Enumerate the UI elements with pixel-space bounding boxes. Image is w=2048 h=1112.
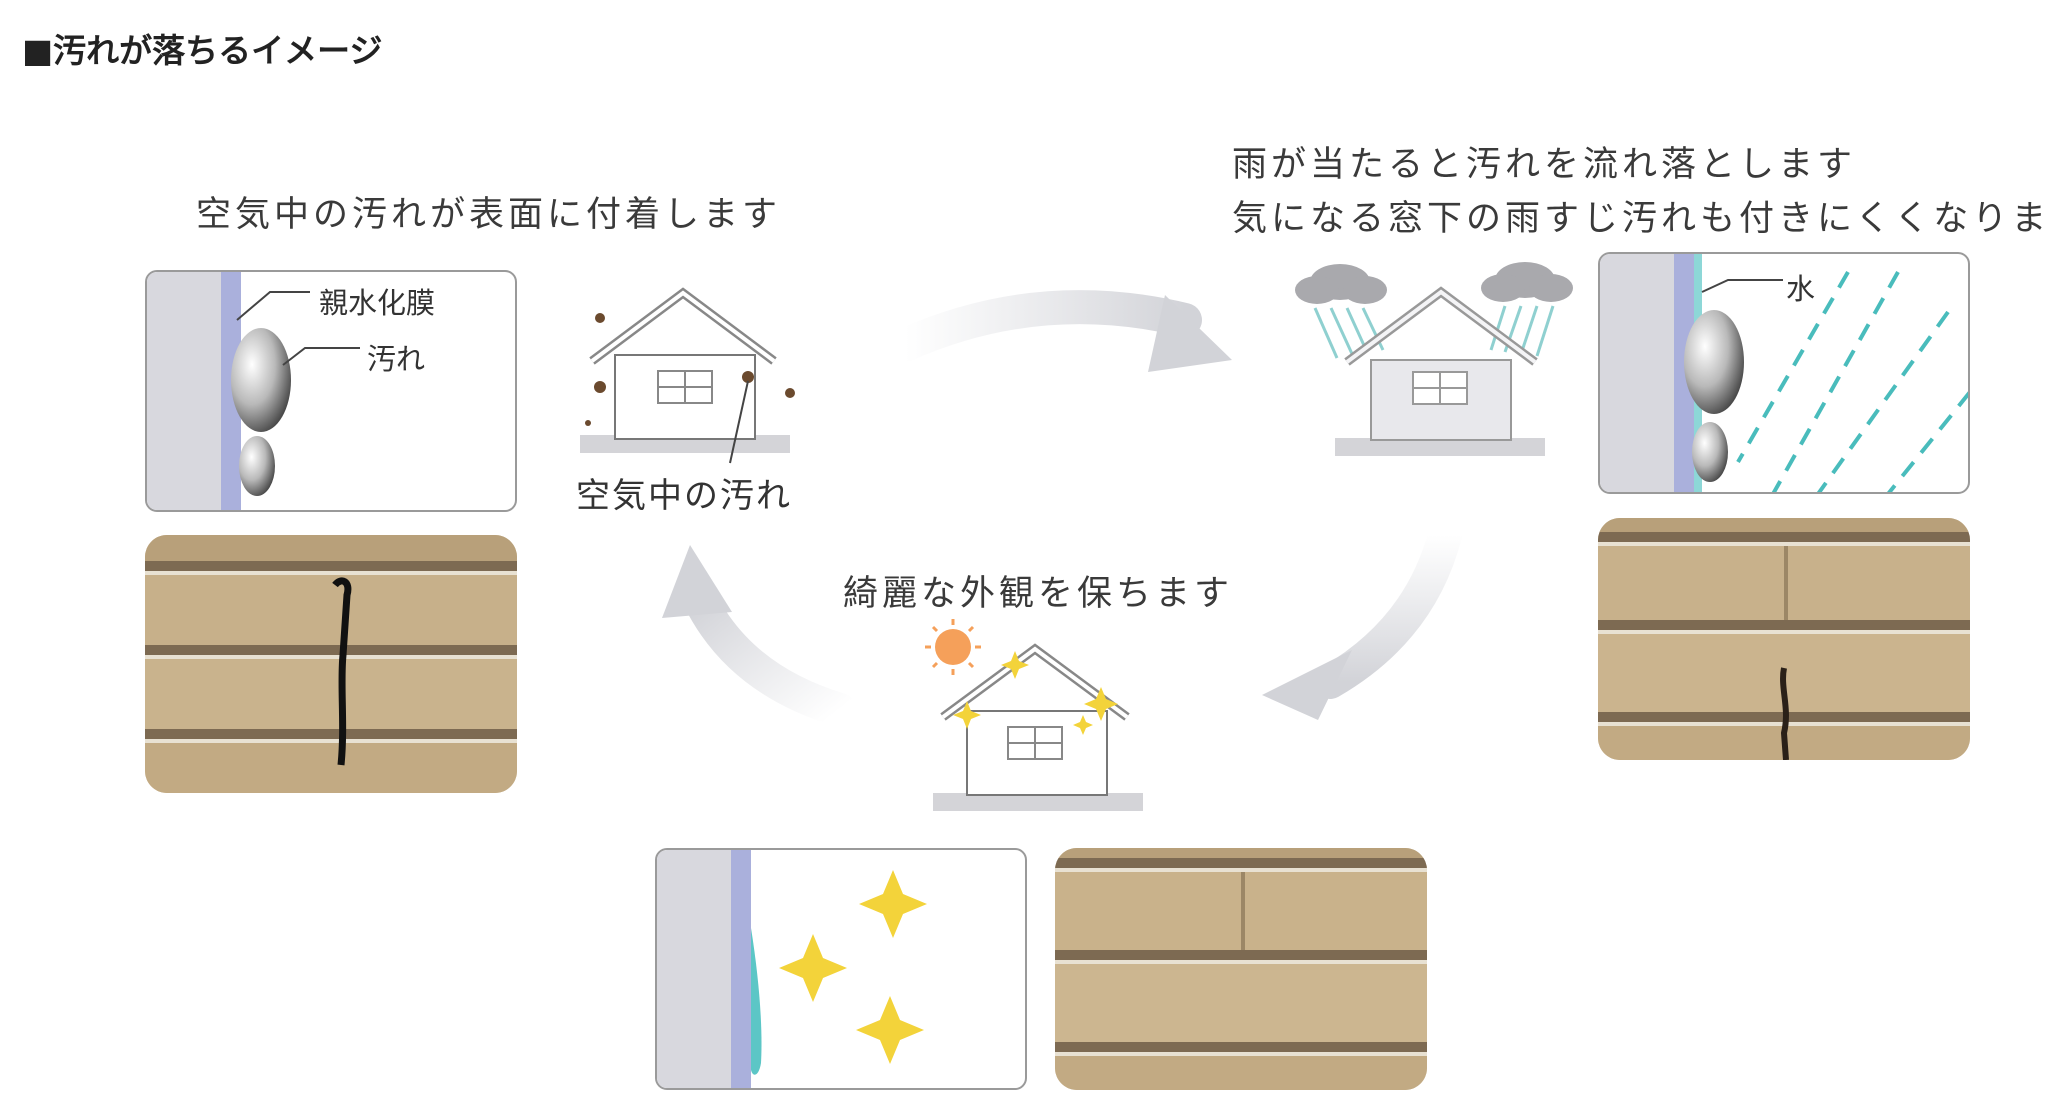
caption-beauty: 綺麗な外観を保ちます xyxy=(843,574,1234,614)
faint-stain xyxy=(1780,667,1789,760)
hydrophilic-film xyxy=(221,272,241,510)
house-clean xyxy=(925,619,1143,811)
diagram-panel-clean xyxy=(655,848,1027,1090)
sun-icon xyxy=(925,619,981,675)
sparkle-icons xyxy=(779,870,927,1064)
rain-dashes xyxy=(1736,270,1968,492)
dirt-particle-large xyxy=(231,328,291,432)
page-title: ■汚れが落ちるイメージ xyxy=(22,31,383,70)
caption-adhere: 空気中の汚れが表面に付着します xyxy=(196,195,782,235)
diagram-panel-rain: 水 xyxy=(1598,252,1970,494)
photo-brick-stained xyxy=(145,535,517,793)
dirt-dot xyxy=(785,388,795,398)
dirt-particle-small xyxy=(1692,422,1728,482)
photo-brick-washed xyxy=(1598,518,1970,760)
label-hydrophilic-film: 親水化膜 xyxy=(319,286,436,320)
photo-brick-clean xyxy=(1055,848,1427,1090)
dirt-dot xyxy=(594,381,606,393)
rain-cloud-right xyxy=(1481,262,1573,302)
label-airborne-dirt: 空気中の汚れ xyxy=(576,476,792,516)
rain-cloud-left xyxy=(1295,264,1387,304)
caption-rain-line2: 気になる窓下の雨すじ汚れも付きにくくなります xyxy=(1232,199,2048,239)
diagram-panel-adhere: 親水化膜 汚れ xyxy=(145,270,517,512)
rain-streak-stain xyxy=(332,577,352,766)
dirt-particle-large xyxy=(1684,310,1744,414)
arrow-right xyxy=(1262,518,1462,720)
arrow-top xyxy=(888,290,1232,372)
dirt-dot xyxy=(585,420,591,426)
house-rain xyxy=(1295,262,1573,456)
arrow-left xyxy=(662,545,857,727)
house-airborne-dirt xyxy=(580,287,795,464)
wall-section xyxy=(147,272,221,510)
wall-section xyxy=(657,850,731,1088)
hydrophilic-film xyxy=(731,850,751,1088)
label-dirt: 汚れ xyxy=(367,342,426,376)
wall-section xyxy=(1600,254,1674,492)
dirt-dot xyxy=(595,313,605,323)
caption-rain-line1: 雨が当たると汚れを流れ落とします xyxy=(1232,145,1857,185)
dirt-dot xyxy=(742,371,754,383)
dirt-particle-small xyxy=(239,436,275,496)
sparkle-icons xyxy=(953,651,1118,735)
water-film-drip xyxy=(751,928,762,1075)
hydrophilic-film xyxy=(1674,254,1694,492)
label-water: 水 xyxy=(1786,272,1816,306)
